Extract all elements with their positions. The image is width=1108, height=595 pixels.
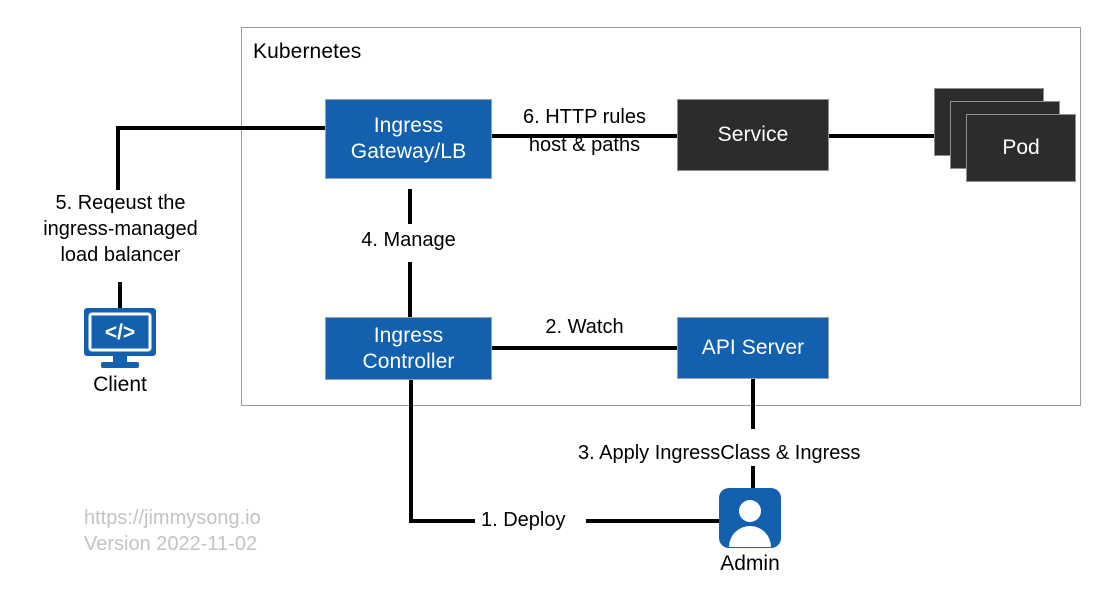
edge-label-http-rules-line2: host & paths <box>528 134 641 157</box>
edge-gateway-to-controller-upper <box>408 189 412 224</box>
edge-label-deploy: 1. Deploy <box>481 509 566 531</box>
node-service[interactable]: Service <box>677 99 829 171</box>
edge-note-to-client-icon <box>118 282 122 310</box>
node-ingress-gateway[interactable]: Ingress Gateway/LB <box>325 99 492 179</box>
edge-label-http-rules: 6. HTTP rules host & paths <box>497 105 672 158</box>
edge-apiserver-down <box>751 379 755 429</box>
node-ingress-controller[interactable]: Ingress Controller <box>325 317 492 380</box>
edge-label-http-rules-line1: 6. HTTP rules <box>523 106 646 128</box>
edge-controller-to-apiserver <box>492 346 677 350</box>
node-ingress-controller-line1: Ingress <box>373 323 444 347</box>
edge-label-apply: 3. Apply IngressClass & Ingress <box>578 442 861 464</box>
cluster-title: Kubernetes <box>253 40 362 63</box>
node-ingress-gateway-line1: Ingress <box>373 114 444 138</box>
pod-card-front[interactable]: Pod <box>966 114 1076 182</box>
node-pod-label: Pod <box>1002 136 1040 159</box>
admin-label: Admin <box>720 552 780 575</box>
svg-text:</>: </> <box>105 321 135 344</box>
watermark: https://jimmysong.io Version 2022-11-02 <box>84 507 261 556</box>
edge-label-watch: 2. Watch <box>545 316 624 338</box>
node-service-label: Service <box>717 123 789 147</box>
code-monitor-icon: </> <box>83 307 157 369</box>
edge-gateway-to-service <box>492 134 677 138</box>
user-badge-icon <box>718 487 782 549</box>
node-ingress-gateway-line2: Gateway/LB <box>350 140 467 163</box>
edge-service-to-pod <box>829 134 939 138</box>
node-api-server-label: API Server <box>701 336 805 360</box>
node-api-server[interactable]: API Server <box>677 317 829 379</box>
edge-controller-down <box>409 380 413 523</box>
edge-deploy-left-segment <box>409 519 475 523</box>
edge-gateway-to-client-vertical <box>116 126 120 190</box>
edge-label-request-note: 5. Reqeust the ingress-managed load bala… <box>43 192 198 266</box>
node-ingress-controller-line2: Controller <box>362 349 455 373</box>
edge-label-manage: 4. Manage <box>361 229 456 251</box>
edge-apply-to-admin <box>751 466 755 490</box>
client-label: Client <box>93 373 147 396</box>
kubernetes-cluster-boundary <box>241 27 1081 406</box>
node-pod-stack[interactable]: Pod <box>934 88 1086 184</box>
edge-gateway-to-client-horizontal <box>116 126 327 130</box>
edge-deploy-right-segment <box>586 519 720 523</box>
edge-gateway-to-controller-lower <box>408 262 412 317</box>
